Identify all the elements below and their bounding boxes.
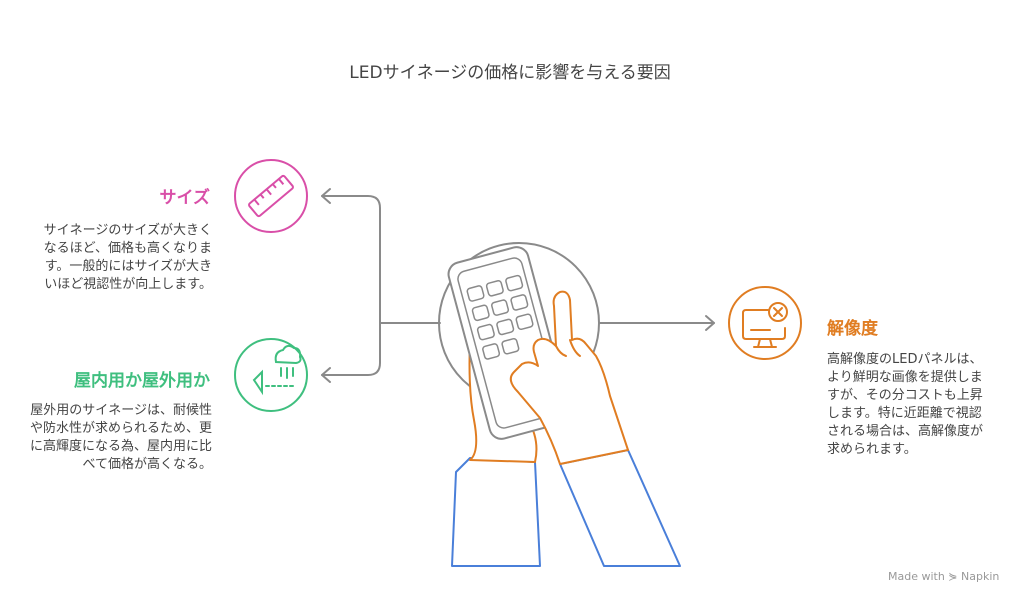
napkin-watermark[interactable]: Made with ⋟ Napkin bbox=[888, 570, 1000, 583]
size-description: サイネージのサイズが大きくなるほど、価格も高くなります。一般的にはサイズが大きい… bbox=[43, 223, 212, 292]
left-sleeve bbox=[451, 457, 541, 567]
ruler-icon bbox=[248, 174, 294, 218]
hand-keypad-icon bbox=[447, 246, 681, 567]
location-node bbox=[234, 338, 308, 412]
monitor-icon bbox=[742, 302, 788, 348]
page-title: LEDサイネージの価格に影響を与える要因 bbox=[349, 63, 671, 83]
resolution-description: 高解像度のLEDパネルは、より鮮明な画像を提供しますが、その分コストも上昇します… bbox=[827, 352, 984, 457]
resolution-title: 解像度 bbox=[827, 319, 878, 339]
size-node bbox=[234, 159, 308, 233]
connector-to-size bbox=[321, 195, 441, 324]
arrowhead-size bbox=[321, 188, 331, 204]
arrowhead-resolution bbox=[705, 315, 715, 331]
right-sleeve bbox=[559, 449, 681, 567]
location-description: 屋外用のサイネージは、耐候性や防水性が求められるため、更に高輝度になる為、屋内用… bbox=[30, 403, 213, 472]
size-title: サイズ bbox=[159, 188, 211, 208]
arrowhead-location bbox=[321, 367, 331, 383]
connectors bbox=[321, 188, 715, 383]
weather-icon bbox=[252, 344, 302, 396]
connector-to-location bbox=[321, 322, 381, 376]
resolution-node bbox=[728, 286, 802, 360]
right-hand bbox=[509, 290, 629, 465]
location-title: 屋内用か屋外用か bbox=[74, 371, 210, 391]
